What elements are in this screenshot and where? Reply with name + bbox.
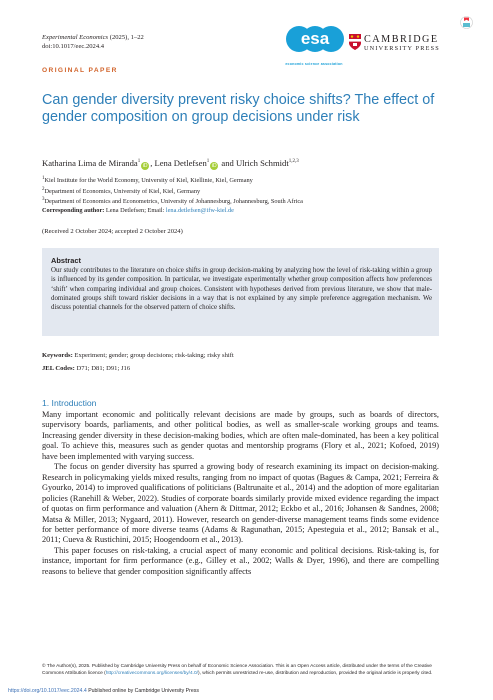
license-footnote: © The Author(s), 2025. Published by Camb… [42, 664, 452, 677]
affiliation-number: 3 [42, 197, 45, 203]
affiliation-line: 1Kiel Institute for the World Economy, U… [42, 175, 472, 186]
corresponding-text: Lena Detlefsen; Email: [104, 207, 166, 215]
jel-codes: JEL Codes: D71; D81; D91; J16 [42, 364, 462, 373]
author-name: Lena Detlefsen [154, 157, 207, 168]
author-name: Katharina Lima de Miranda [42, 157, 138, 168]
abstract-heading: Abstract [51, 256, 81, 265]
author-affil-ref: 1 [206, 159, 210, 164]
license-link[interactable]: http://creativecommons.org/licenses/by/4… [105, 670, 198, 676]
author-separator: and [219, 157, 236, 168]
affiliation-number: 1 [42, 176, 45, 181]
crossmark-icon[interactable] [460, 16, 473, 29]
jel-text: D71; D81; D91; J16 [74, 365, 131, 372]
author-affil-ref: 1 [137, 159, 141, 164]
orcid-icon[interactable]: iD [141, 161, 150, 170]
footnote-text: ), which permits unrestricted re-use, di… [197, 670, 433, 676]
section-heading: 1. Introduction [42, 398, 97, 408]
affiliation-text: Kiel Institute for the World Economy, Un… [44, 177, 253, 185]
keywords: Keywords: Experiment; gender; group deci… [42, 351, 462, 360]
affiliation-text: Department of Economics, University of K… [44, 187, 201, 195]
keywords-text: Experiment; gender; group decisions; ris… [72, 352, 234, 359]
author-separator: , [150, 157, 155, 168]
author-list: Katharina Lima de Miranda1iD, Lena Detle… [42, 156, 462, 170]
abstract-box [42, 248, 439, 336]
corresponding-email-link[interactable]: lena.detlefsen@ifw-kiel.de [165, 207, 234, 215]
affiliation-number: 2 [42, 186, 45, 192]
journal-citation: Experimental Economics (2025), 1–22 doi:… [42, 33, 144, 51]
publisher-name: CAMBRIDGE [364, 34, 439, 45]
paragraph: Many important economic and politically … [42, 410, 439, 461]
affiliation-line: 2Department of Economics, University of … [42, 186, 472, 197]
footnote-text: © The Author(s), 2025. Published by Camb… [42, 664, 432, 676]
esa-logo: esa [286, 26, 344, 52]
corresponding-label: Corresponding author: [42, 207, 105, 215]
esa-tagline: economic science association [285, 62, 343, 66]
corresponding-author: Corresponding author: Lena Detlefsen; Em… [42, 207, 472, 216]
doi-link[interactable]: https://doi.org/10.1017/eec.2024.4 [8, 688, 87, 694]
abstract-text: Our study contributes to the literature … [51, 267, 432, 312]
article-type: ORIGINAL PAPER [42, 67, 118, 74]
journal-meta: (2025), 1–22 [109, 34, 144, 41]
keywords-label: Keywords: [42, 352, 73, 359]
publisher-subname: UNIVERSITY PRESS [364, 45, 440, 52]
cambridge-logo: CAMBRIDGE UNIVERSITY PRESS [348, 33, 450, 57]
affiliations: 1Kiel Institute for the World Economy, U… [42, 175, 472, 216]
footer-text: Published online by Cambridge University… [86, 688, 199, 694]
orcid-icon[interactable]: iD [210, 161, 219, 170]
journal-doi: doi:10.1017/eec.2024.4 [42, 43, 105, 50]
jel-label: JEL Codes: [42, 365, 75, 372]
affiliation-text: Department of Economics and Econometrics… [44, 198, 303, 206]
article-title: Can gender diversity prevent risky choic… [42, 92, 435, 125]
esa-logo-text: esa [301, 29, 330, 48]
paragraph: The focus on gender diversity has spurre… [42, 462, 439, 545]
cambridge-shield-icon [349, 34, 361, 50]
journal-name: Experimental Economics [42, 34, 109, 41]
received-dates: (Received 2 October 2024; accepted 2 Oct… [42, 228, 183, 235]
page-footer: https://doi.org/10.1017/eec.2024.4 Publi… [8, 688, 199, 694]
paragraph: This paper focuses on risk-taking, a cru… [42, 545, 439, 576]
author-affil-ref: 1,2,3 [288, 159, 299, 164]
body-text: Many important economic and politically … [42, 410, 439, 577]
affiliation-line: 3Department of Economics and Econometric… [42, 196, 472, 207]
author-name: Ulrich Schmidt [235, 157, 289, 168]
